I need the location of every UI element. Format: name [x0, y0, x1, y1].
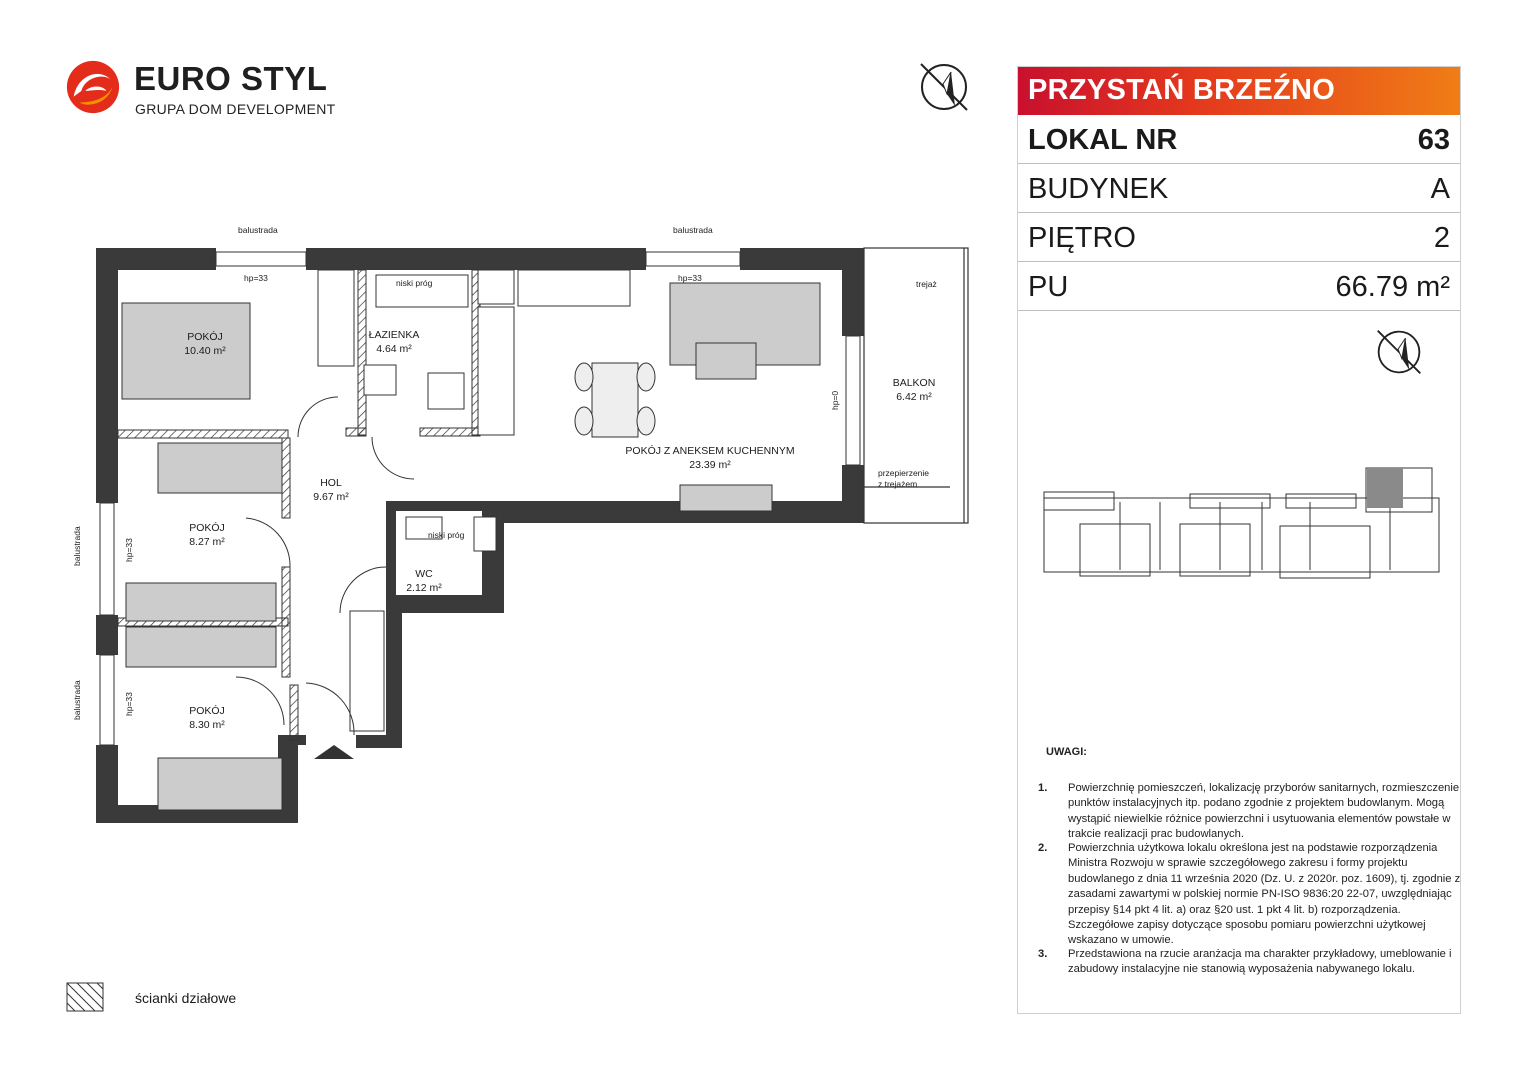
partition-label-2: z trejażem [878, 479, 918, 489]
room-wc: WC 2.12 m² [406, 567, 442, 595]
room-living-kitchen: POKÓJ Z ANEKSEM KUCHENNYM 23.39 m² [625, 444, 794, 472]
threshold-label-bedroom-3: hp=33 [124, 692, 134, 716]
logo-flame-icon [66, 60, 120, 114]
entrance-arrow [314, 745, 354, 759]
info-value: A [1430, 173, 1450, 205]
threshold-label-living: hp=33 [678, 273, 702, 283]
legend-label: ścianki działowe [135, 990, 237, 1006]
room-area: 8.27 m² [189, 536, 225, 548]
room-area: 2.12 m² [406, 582, 442, 594]
room-name: ŁAZIENKA [368, 329, 420, 341]
north-compass-icon [920, 63, 968, 111]
room-area: 9.67 m² [313, 491, 349, 503]
logo-brand-name: EURO STYL [134, 60, 328, 97]
railing-label-top-right: balustrada [673, 225, 713, 235]
threshold-label-balcony: hp=0 [830, 390, 840, 410]
panel-compass-icon [1377, 330, 1421, 374]
partition-wall-legend-icon [66, 982, 104, 1012]
room-name: POKÓJ [187, 331, 223, 343]
railing-label-left-1: balustrada [72, 526, 82, 566]
info-value: 2 [1433, 222, 1450, 254]
info-label: LOKAL NR [1028, 124, 1178, 156]
partition-walls [117, 269, 481, 741]
info-value: 66.79 m² [1335, 271, 1450, 303]
trellis-label: trejaż [916, 279, 937, 289]
room-name: POKÓJ [189, 705, 225, 717]
project-title-bar: PRZYSTAŃ BRZEŹNO [1018, 67, 1460, 115]
info-row-building: BUDYNEK A [1018, 164, 1460, 213]
low-threshold-label-bath: niski próg [396, 278, 433, 288]
room-name: BALKON [892, 377, 936, 389]
note-number: 2. [1038, 842, 1048, 854]
room-bedroom-3: POKÓJ 8.30 m² [189, 704, 225, 732]
balcony [863, 247, 969, 524]
info-value: 63 [1417, 124, 1450, 156]
room-area: 8.30 m² [189, 719, 225, 731]
notes-title: UWAGI: [1046, 746, 1087, 758]
euro-styl-logo: EURO STYL GRUPA DOM DEVELOPMENT [64, 58, 336, 124]
room-bedroom-2: POKÓJ 8.27 m² [189, 521, 225, 549]
room-name: POKÓJ [189, 522, 225, 534]
building-key-plan [1043, 467, 1440, 579]
note-number: 1. [1038, 782, 1048, 794]
note-number: 3. [1038, 948, 1048, 960]
partition-label-1: przepierzenie [878, 468, 930, 478]
info-row-floor: PIĘTRO 2 [1018, 213, 1460, 262]
room-area: 6.42 m² [896, 391, 932, 403]
room-balcony: BALKON 6.42 m² [893, 376, 936, 404]
info-label: BUDYNEK [1028, 173, 1169, 205]
low-threshold-label-wc: niski próg [428, 530, 465, 540]
dining-table [574, 362, 656, 438]
highlighted-unit [1367, 468, 1403, 508]
info-row-unit-number: LOKAL NR 63 [1018, 115, 1460, 164]
room-bathroom: ŁAZIENKA 4.64 m² [369, 328, 420, 356]
note-text: Powierzchnia użytkowa lokalu określona j… [1068, 842, 1461, 947]
threshold-label-bedroom-1: hp=33 [244, 273, 268, 283]
floor-plan [96, 247, 969, 823]
furniture [121, 282, 821, 811]
info-label: PIĘTRO [1028, 222, 1136, 254]
windows [99, 251, 861, 746]
room-hall: HOL 9.67 m² [313, 476, 349, 504]
room-area: 23.39 m² [689, 459, 731, 471]
railing-label-top-left: balustrada [238, 225, 278, 235]
railing-label-left-2: balustrada [72, 680, 82, 720]
threshold-label-bedroom-2: hp=33 [124, 538, 134, 562]
info-label: PU [1028, 271, 1069, 303]
apartment-info-panel: PRZYSTAŃ BRZEŹNO LOKAL NR 63 BUDYNEK A P… [1017, 66, 1461, 1014]
room-name: WC [415, 568, 433, 580]
room-bedroom-1: POKÓJ 10.40 m² [184, 330, 225, 358]
project-title: PRZYSTAŃ BRZEŹNO [1028, 74, 1336, 106]
note-text: Powierzchnię pomieszczeń, lokalizację pr… [1068, 782, 1460, 841]
room-area: 10.40 m² [184, 345, 226, 357]
room-name: HOL [320, 477, 342, 489]
room-name: POKÓJ Z ANEKSEM KUCHENNYM [625, 445, 795, 457]
info-row-usable-area: PU 66.79 m² [1018, 262, 1460, 311]
logo-subtitle: GRUPA DOM DEVELOPMENT [135, 101, 336, 117]
note-text: Przedstawiona na rzucie aranżacja ma cha… [1068, 948, 1452, 976]
door-swings [235, 396, 415, 736]
kitchen-and-bath-fixtures [317, 269, 631, 732]
room-area: 4.64 m² [376, 343, 412, 355]
